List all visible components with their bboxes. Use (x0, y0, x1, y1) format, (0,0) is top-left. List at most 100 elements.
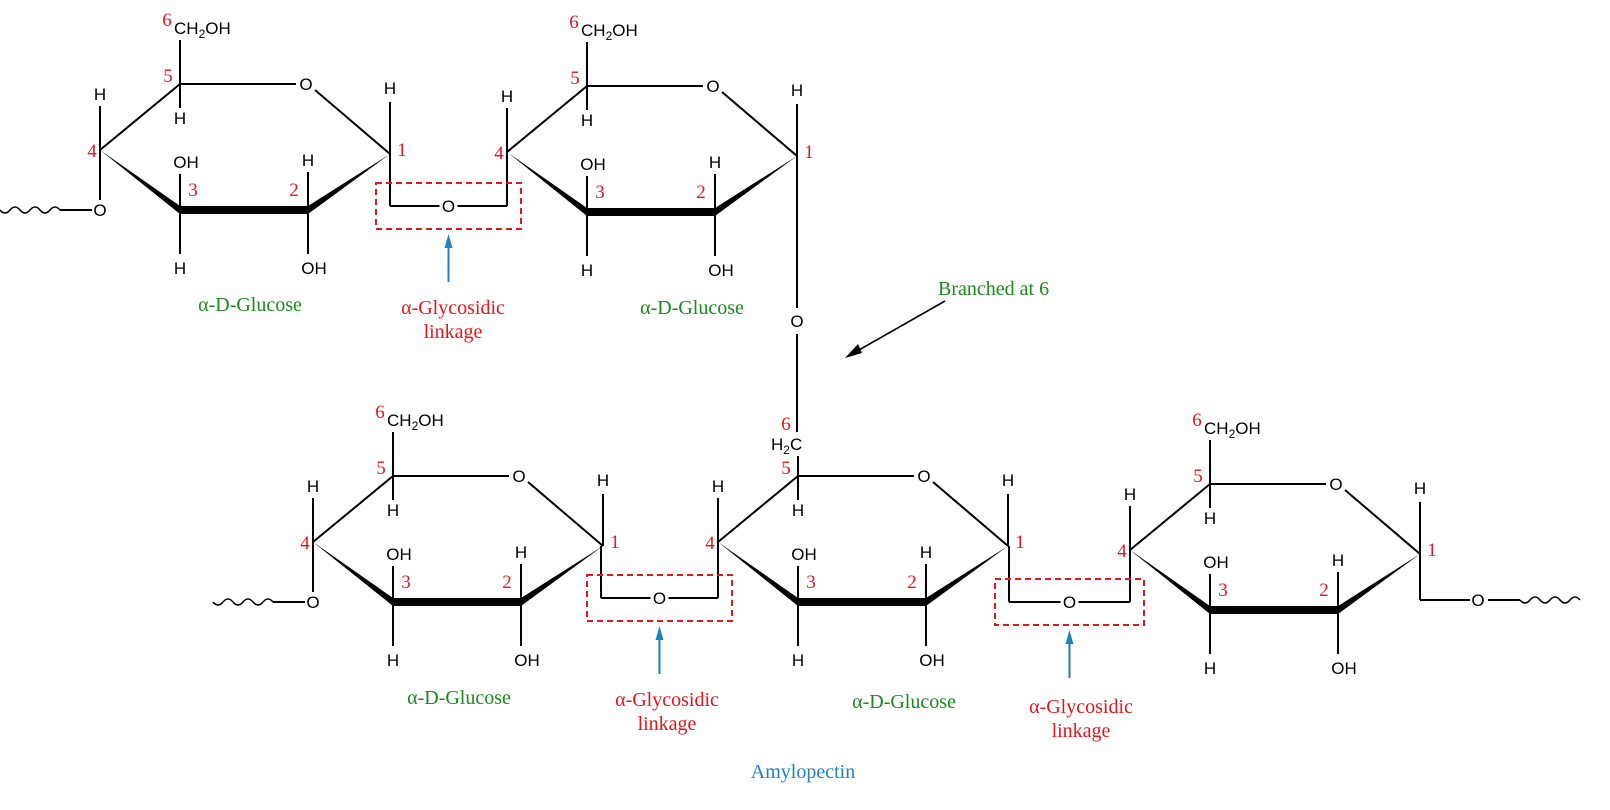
bond-o-c1 (932, 481, 1009, 547)
wedge-c4-c3 (313, 542, 393, 606)
linkage-arrow-head (444, 234, 453, 248)
linkage-highlight-box (586, 574, 733, 622)
carbon-number-3: 3 (1218, 580, 1228, 601)
bridge-oxygen: O (442, 197, 455, 216)
carbon-number-5: 5 (1193, 466, 1203, 487)
bond-o-c1 (314, 89, 391, 155)
oh-c3: OH (173, 153, 199, 172)
ch2oh-group: CH2OH (174, 19, 231, 41)
h-c2: H (302, 151, 314, 170)
ring-oxygen: O (917, 467, 930, 486)
ring-oxygen: O (299, 75, 312, 94)
carbon-number-6: 6 (162, 10, 172, 31)
h-c2: H (920, 543, 932, 562)
ch2oh-group: CH2OH (1204, 419, 1261, 441)
carbon-number-4: 4 (705, 533, 715, 554)
terminal-oxygen-left: O (93, 201, 106, 220)
oh-c3: OH (580, 155, 606, 174)
carbon-number-3: 3 (595, 182, 605, 203)
branch-arrow-head (845, 344, 862, 358)
glycosidic-linkages: O O O O (375, 152, 1145, 678)
wedge-c4-c3 (1130, 550, 1210, 614)
h-c5: H (581, 111, 593, 130)
glucose-rings: OH5CH2OH64HOHH3HOH2H1OOH5CH2OH64HOHH3HOH… (0, 10, 1581, 678)
carbon-number-6: 6 (375, 402, 385, 423)
linkage-label-1-line1: α-Glycosidic (401, 297, 505, 319)
bond-c4-c5 (99, 83, 181, 151)
oh-c3: OH (791, 545, 817, 564)
h-c2: H (515, 543, 527, 562)
h-c4: H (1124, 485, 1136, 504)
h-c4: H (712, 477, 724, 496)
bold-bond-c3-c2 (393, 598, 521, 606)
glucose-label-ring-c: α-D-Glucose (407, 687, 511, 709)
carbon-number-1: 1 (397, 140, 407, 161)
h-c3: H (581, 261, 593, 280)
glycosidic-linkage-1: O (375, 152, 522, 282)
ch2oh-group: CH2OH (387, 411, 444, 433)
carbon-number-3: 3 (188, 180, 198, 201)
oh-c2: OH (1331, 659, 1357, 678)
h-c3: H (1204, 659, 1216, 678)
carbon-number-4: 4 (87, 141, 97, 162)
carbon-number-2: 2 (289, 180, 299, 201)
wedge-c2-c1 (1338, 554, 1420, 614)
h-c5: H (387, 501, 399, 520)
linkage-label-1-line2: linkage (424, 321, 483, 343)
bond-c4-c5 (506, 85, 588, 153)
wavy-chain-continuation-left (212, 598, 274, 606)
linkage-label-3-line1: α-Glycosidic (1029, 696, 1133, 718)
bond-c4-c5 (717, 475, 799, 543)
carbon-number-3: 3 (806, 572, 816, 593)
wedge-c2-c1 (308, 154, 390, 214)
linkage-label-2-line2: linkage (638, 713, 697, 735)
bold-bond-c3-c2 (180, 206, 308, 214)
carbon-number-5: 5 (163, 66, 173, 87)
oh-c3: OH (386, 545, 412, 564)
oh-c2: OH (919, 651, 945, 670)
bold-bond-c3-c2 (587, 208, 715, 216)
branch-label: Branched at 6 (938, 278, 1049, 300)
h-c1: H (1414, 479, 1426, 498)
carbon-number-2: 2 (1319, 580, 1329, 601)
terminal-oxygen-right: O (1471, 591, 1484, 610)
branch-arrow-shaft (851, 300, 946, 355)
bond-o-c1 (527, 481, 604, 547)
oh-c2: OH (301, 259, 327, 278)
terminal-oxygen-left: O (306, 593, 319, 612)
glucose-label-ring-d: α-D-Glucose (852, 691, 956, 713)
glycosidic-linkage-2: O (586, 542, 733, 674)
oh-c2: OH (708, 261, 734, 280)
bond-o-c1 (1344, 489, 1421, 555)
carbon-number-1: 1 (1015, 532, 1025, 553)
h-c1: H (1002, 471, 1014, 490)
h-c1: H (791, 81, 803, 100)
ring-oxygen: O (1329, 475, 1342, 494)
branch-oxygen: O (790, 312, 803, 331)
carbon-number-6: 6 (569, 12, 579, 33)
wedge-c4-c3 (100, 150, 180, 214)
linkage-label-3-line2: linkage (1052, 720, 1111, 742)
h-c2: H (1332, 551, 1344, 570)
bridge-oxygen: O (653, 589, 666, 608)
carbon-number-2: 2 (502, 572, 512, 593)
wavy-chain-continuation-left (0, 206, 61, 214)
carbon-number-6: 6 (781, 414, 791, 435)
carbon-number-5: 5 (376, 458, 386, 479)
wedge-c2-c1 (521, 546, 603, 606)
carbon-number-2: 2 (907, 572, 917, 593)
h-c1: H (597, 471, 609, 490)
ring-oxygen: O (512, 467, 525, 486)
linkage-highlight-box (375, 182, 522, 230)
bridge-oxygen: O (1063, 593, 1076, 612)
carbon-number-2: 2 (696, 182, 706, 203)
h-c1: H (384, 79, 396, 98)
carbon-number-5: 5 (781, 458, 791, 479)
bond-o-c1 (721, 91, 798, 157)
carbon-number-1: 1 (1427, 540, 1437, 561)
h-c3: H (174, 259, 186, 278)
carbon-number-1: 1 (610, 532, 620, 553)
